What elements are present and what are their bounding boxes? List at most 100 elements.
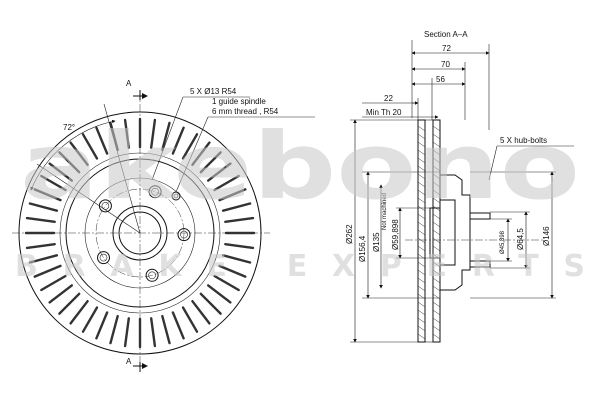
bolt-spec-callout: 5 X Ø13 R54 [151,87,250,181]
section-hatch [417,189,426,196]
section-hatch [417,277,426,284]
section-hatch [417,133,426,140]
section-marker-top: A [126,79,148,100]
vent-slot [218,188,247,202]
section-hatch [417,205,426,212]
section-hatch [432,237,441,244]
section-hatch [417,165,426,172]
dim-dia-64-5: Ø64,5 [490,211,530,269]
vent-slot [149,118,157,149]
section-hatch [432,317,441,324]
section-hatch [432,141,441,148]
dim-70: 70 [411,60,466,71]
dia-135-label: Ø135 [372,232,381,252]
vent-slot [149,317,157,348]
section-hatch [417,221,426,228]
section-hatch [432,301,441,308]
vent-slot [28,202,59,212]
dia-146-label: Ø146 [542,226,551,246]
front-view: 72° A A 5 X Ø13 R54 1 guide spindle 6 mm… [12,79,315,372]
section-hatch [417,325,426,332]
angle-label: 72° [63,123,75,132]
section-hatch [417,197,426,204]
bolt-hole [177,228,191,242]
vent-slot [123,317,131,348]
section-hatch [417,213,426,220]
vent-slot [95,311,109,340]
section-marker-bottom: A [126,357,148,372]
section-hatch [432,149,441,156]
dim-dia-45-898: Ø45,898 [490,218,512,262]
bolt-spec-text: 5 X Ø13 R54 [190,87,237,96]
dim-22: 22 [362,94,419,105]
dim-56: 56 [411,75,466,86]
vent-slot [25,242,56,250]
watermark-tagline: BRAKE EXPERTS [15,249,585,284]
bolt-hole [148,271,156,280]
bolt-hole [148,185,162,199]
section-hatch [417,229,426,236]
section-hatch [432,333,441,340]
dim-22-label: 22 [384,94,393,103]
vent-slot [221,254,252,264]
vent-slot [224,216,255,224]
section-hatch [432,213,441,220]
hub-bolt-upper [469,212,491,220]
bolt-hole [151,187,159,196]
section-hatch [432,229,441,236]
dim-70-label: 70 [441,60,450,69]
section-hatch [432,133,441,140]
vent-slot [191,141,211,167]
dim-min-th: Min Th 20 [362,108,439,119]
section-marker-bottom-label: A [126,357,132,366]
dim-dia-146: Ø146 [470,171,556,299]
vent-slot [33,188,62,202]
vent-slot [206,162,232,182]
vent-slot [109,314,119,345]
section-hatch [432,285,441,292]
section-hatch [432,309,441,316]
vent-slot [191,300,211,325]
vent-slot [81,306,99,333]
vent-slot [218,264,247,278]
vent-slot [181,133,199,160]
vent-slot [25,216,56,224]
not-machined-label: Not machined [382,193,388,230]
section-hatch [432,261,441,268]
section-title: Section A–A [424,30,468,39]
dim-dia-135: Ø135 Not machined [372,184,388,289]
vent-slot [69,300,89,325]
brand-watermark: akebono BRAKE EXPERTS [15,113,585,284]
watermark-brand: akebono [20,113,580,220]
bolt-hole [97,251,110,265]
section-hatch [432,245,441,252]
bolt-holes [97,185,191,282]
section-hatch [432,181,441,188]
section-hatch [417,309,426,316]
section-hatch [432,325,441,332]
section-hatch [432,165,441,172]
section-hatch [417,237,426,244]
section-hatch [417,285,426,292]
dim-56-label: 56 [436,75,445,84]
dim-dia-59-898: Ø59,898 [391,207,430,259]
dim-dia-156-4: Ø156,4 [358,171,440,299]
section-marker-top-label: A [126,79,132,88]
vent-slot [181,306,199,333]
dia-45-898-label: Ø45,898 [500,230,506,254]
bolt-hole [99,253,108,262]
dim-dia-262: Ø262 [345,119,357,343]
spindle-callout: 1 guide spindle 6 mm thread , R54 [175,97,315,193]
rotor-section [417,119,491,343]
dia-156-4-label: Ø156,4 [358,235,367,262]
spindle-note-line1: 1 guide spindle [212,97,266,106]
vent-slot [199,151,222,174]
section-hatch [417,245,426,252]
hub-bolts-label: 5 X hub-bolts [500,136,547,145]
section-hatch [417,157,426,164]
section-hatch [432,269,441,276]
guide-spindle-hole-inner [173,193,179,199]
section-hatch [417,141,426,148]
dim-min-th-label: Min Th 20 [366,108,402,117]
